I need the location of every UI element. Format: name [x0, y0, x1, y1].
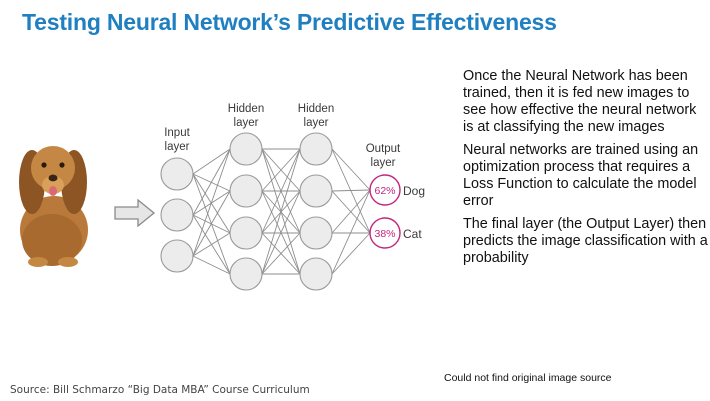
output-dog-label: Dog: [403, 184, 425, 198]
dog-image: [19, 146, 88, 267]
input-node: [160, 157, 194, 191]
input-node: [160, 198, 194, 232]
connection-line: [331, 189, 371, 275]
connection-line: [192, 148, 231, 175]
input-layer-label-line1: Input: [164, 127, 190, 139]
paragraph-output-layer: The final layer (the Output Layer) then …: [463, 216, 708, 266]
input-layer-label-line2: layer: [165, 141, 190, 153]
hidden2-node: [299, 257, 333, 291]
connection-line: [192, 232, 231, 257]
output-cat-label: Cat: [403, 227, 422, 241]
paragraph-trained: Once the Neural Network has been trained…: [463, 68, 697, 135]
image-source-note: Could not find original image source: [444, 372, 612, 384]
connection-line: [331, 189, 371, 234]
paragraph-optimization: Neural networks are trained using an opt…: [463, 142, 699, 209]
hidden1-node: [229, 216, 263, 250]
hidden2-node: [299, 174, 333, 208]
connection-line: [261, 148, 301, 192]
hidden2-node: [299, 132, 333, 166]
hidden-layer-1-label-line1: Hidden: [228, 103, 264, 115]
connection-line: [331, 232, 371, 275]
network-connections: [192, 148, 371, 275]
hidden1-node: [229, 257, 263, 291]
connection-line: [192, 148, 231, 216]
slide-title: Testing Neural Network’s Predictive Effe…: [22, 9, 557, 35]
input-arrow-icon: [114, 199, 156, 227]
hidden-layer-1-label-line2: layer: [234, 117, 259, 129]
connection-line: [261, 148, 301, 234]
output-dog-value: 62%: [374, 185, 395, 197]
connection-line: [192, 148, 231, 257]
neural-network-diagram: Input layer Hidden layer Hidden layer Ou…: [160, 103, 425, 291]
connection-line: [261, 148, 301, 275]
source-citation: Source: Bill Schmarzo “Big Data MBA” Cou…: [10, 384, 310, 396]
network-nodes: [160, 132, 401, 291]
output-layer-label-line1: Output: [366, 143, 401, 155]
hidden2-node: [299, 216, 333, 250]
connection-line: [261, 232, 301, 275]
input-node: [160, 239, 194, 273]
connection-line: [331, 148, 371, 191]
explanation-text: Once the Neural Network has been trained…: [463, 68, 708, 273]
connection-line: [192, 255, 231, 275]
connection-line: [261, 190, 301, 275]
hidden1-node: [229, 132, 263, 166]
hidden-layer-2-label-line2: layer: [304, 117, 329, 129]
connection-line: [192, 190, 231, 257]
connection-line: [331, 148, 371, 234]
hidden-layer-2-label-line1: Hidden: [298, 103, 334, 115]
connection-line: [331, 189, 371, 192]
output-node: [369, 174, 401, 206]
output-layer-label-line2: layer: [371, 157, 396, 169]
output-cat-value: 38%: [374, 228, 395, 240]
hidden1-node: [229, 174, 263, 208]
output-node: [369, 217, 401, 249]
